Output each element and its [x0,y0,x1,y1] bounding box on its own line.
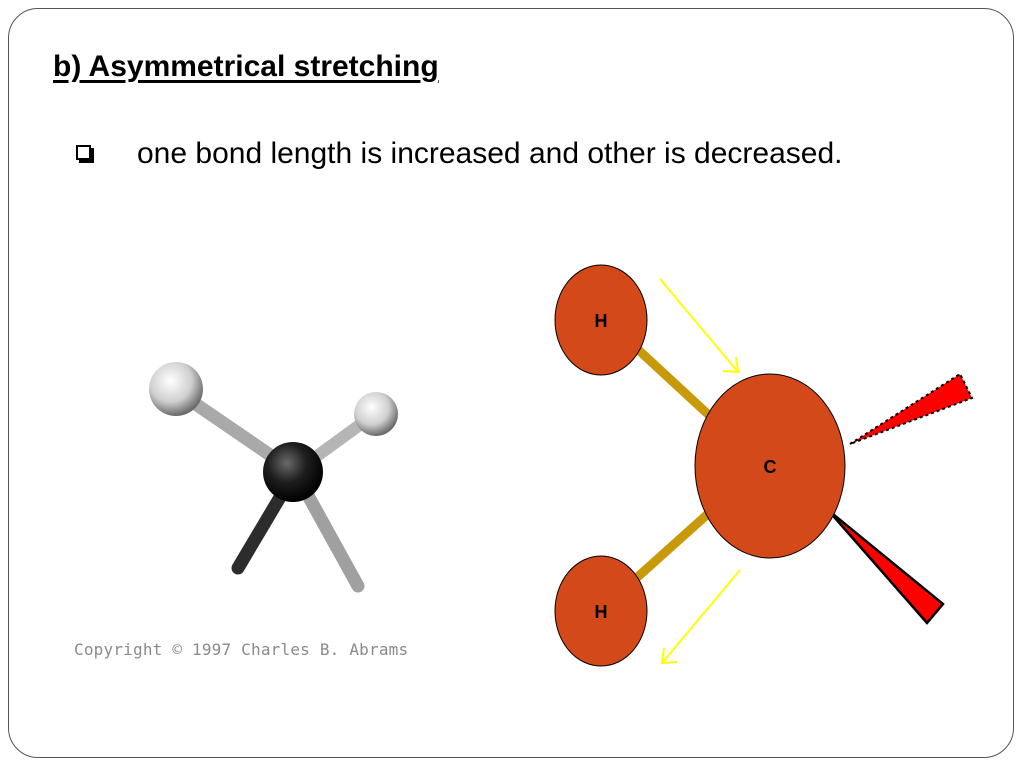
solid-wedge [827,509,945,625]
molecule-hydrogen-left [149,362,203,416]
molecule-3d-model [149,362,398,593]
motion-arrow-bottom [660,569,741,665]
dashed-wedge [849,372,974,445]
copyright-text: Copyright © 1997 Charles B. Abrams [74,640,409,659]
stretch-diagram: H C H [554,264,974,667]
bond-bottom [628,508,714,586]
hydrogen-top-label: H [595,311,608,331]
hydrogen-atom-bottom [554,555,648,667]
slide-title: b) Asymmetrical stretching [53,50,439,83]
carbon-label: C [764,457,777,477]
bullet-text: one bond length is increased and other i… [137,137,843,170]
molecule-carbon-center [263,442,323,502]
hydrogen-bottom-label: H [595,602,608,622]
carbon-atom [694,373,846,559]
bond-top [627,339,716,422]
hydrogen-atom-top [554,264,648,376]
motion-arrow-top [659,278,740,374]
checkbox-bullet-icon [76,145,91,160]
slide-frame [8,8,1014,758]
molecule-hydrogen-right [354,392,398,436]
